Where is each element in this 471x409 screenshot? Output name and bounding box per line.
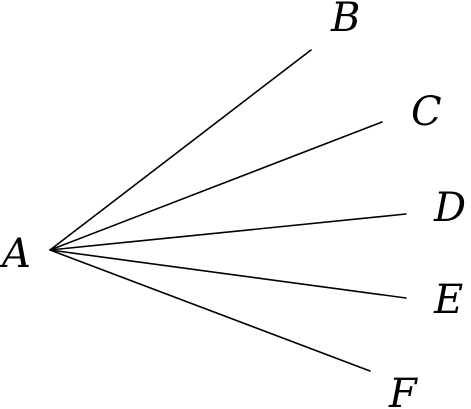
- ray-a-c: [49, 121, 383, 251]
- label-e: E: [433, 277, 463, 323]
- ray-a-e: [49, 249, 407, 299]
- label-f: F: [388, 371, 418, 409]
- label-d: D: [433, 185, 466, 231]
- label-b: B: [330, 0, 360, 41]
- rays-group: [49, 49, 407, 372]
- ray-a-f: [49, 249, 371, 372]
- label-c: C: [411, 89, 442, 135]
- label-a: A: [0, 231, 31, 277]
- ray-a-d: [49, 213, 407, 251]
- ray-a-b: [49, 49, 312, 251]
